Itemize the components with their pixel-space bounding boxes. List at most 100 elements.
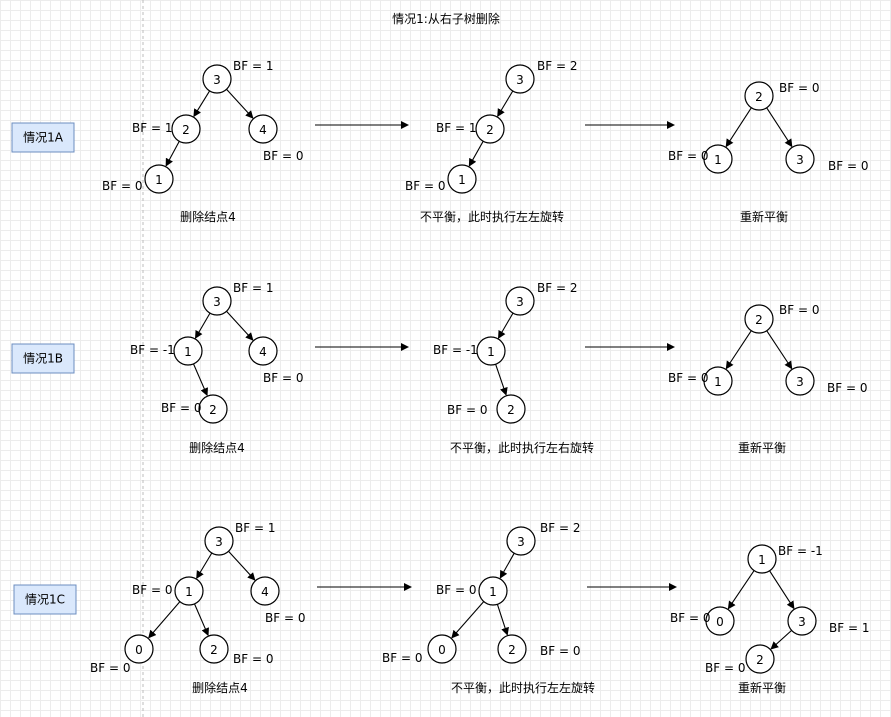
tree-node: 4: [248, 336, 278, 366]
step-caption: 删除结点4: [180, 209, 236, 224]
node-circle: [475, 114, 505, 144]
tree-node: 3: [204, 526, 234, 556]
tree-node: 2: [496, 394, 526, 424]
balance-factor-label: BF = 0: [705, 661, 745, 675]
node-key: 1: [185, 585, 193, 599]
tree-edge: [766, 330, 793, 370]
balance-factor-label: BF = 0: [90, 661, 130, 675]
tree-node: 1: [703, 144, 733, 174]
balance-factor-label: BF = 0: [132, 583, 172, 597]
tree-node: 1: [173, 336, 203, 366]
tree-node: 1: [703, 366, 733, 396]
tree-edge: [770, 629, 792, 650]
node-circle: [785, 144, 815, 174]
balance-factor-label: BF = 1: [233, 59, 273, 73]
node-circle: [174, 576, 204, 606]
node-circle: [124, 634, 154, 664]
tree-edge: [499, 552, 515, 579]
node-key: 4: [259, 123, 267, 137]
node-circle: [478, 576, 508, 606]
node-key: 3: [796, 375, 804, 389]
balance-factor-label: BF = 0: [828, 159, 868, 173]
balance-factor-label: BF = 2: [540, 521, 580, 535]
tree-edge: [495, 364, 508, 396]
balance-factor-label: BF = 0: [102, 179, 142, 193]
tree-node: 0: [124, 634, 154, 664]
tree-node: 1: [447, 164, 477, 194]
balance-factor-label: BF = 0: [668, 149, 708, 163]
step-caption: 重新平衡: [738, 440, 786, 455]
tree-edge: [451, 601, 485, 639]
case-box-1c: 情况1C: [13, 584, 77, 615]
node-key: 2: [486, 123, 494, 137]
tree-node: 1: [144, 164, 174, 194]
tree-node: 3: [202, 64, 232, 94]
case-label: 情况1C: [25, 593, 65, 607]
tree-node: 2: [744, 81, 774, 111]
tree-node: 2: [199, 634, 229, 664]
step-caption: 重新平衡: [740, 209, 788, 224]
node-key: 4: [259, 345, 267, 359]
tree-node: 3: [785, 144, 815, 174]
node-circle: [787, 606, 817, 636]
node-circle: [447, 164, 477, 194]
node-key: 2: [182, 123, 190, 137]
step-caption: 重新平衡: [738, 680, 786, 695]
tree-node: 2: [171, 114, 201, 144]
node-key: 3: [798, 615, 806, 629]
node-circle: [204, 526, 234, 556]
node-key: 1: [184, 345, 192, 359]
balance-factor-label: BF = 0: [263, 371, 303, 385]
tree-node: 0: [427, 634, 457, 664]
node-circle: [744, 304, 774, 334]
tree-node: 2: [475, 114, 505, 144]
tree-edge: [226, 88, 254, 119]
balance-factor-label: BF = 0: [540, 644, 580, 658]
node-circle: [427, 634, 457, 664]
balance-factor-label: BF = -1: [778, 544, 823, 558]
node-circle: [250, 576, 280, 606]
node-key: 3: [516, 295, 524, 309]
node-key: 4: [261, 585, 269, 599]
node-circle: [505, 64, 535, 94]
tree-node: 2: [745, 644, 775, 674]
tree-edge: [194, 312, 211, 339]
tree-edge: [496, 604, 509, 636]
tree-node: 3: [506, 526, 536, 556]
node-key: 0: [438, 643, 446, 657]
balance-factor-label: BF = 0: [670, 611, 710, 625]
case-label: 情况1A: [23, 131, 64, 145]
tree-edge: [497, 312, 514, 339]
node-key: 3: [796, 153, 804, 167]
tree-node: 3: [787, 606, 817, 636]
node-key: 2: [210, 643, 218, 657]
tree-edge: [727, 570, 755, 610]
balance-factor-label: BF = 0: [779, 303, 819, 317]
balance-factor-label: BF = 1: [233, 281, 273, 295]
node-circle: [202, 286, 232, 316]
tree-node: 2: [744, 304, 774, 334]
balance-factor-label: BF = 2: [537, 59, 577, 73]
node-key: 3: [213, 295, 221, 309]
tree-edge: [196, 552, 213, 579]
node-key: 2: [755, 90, 763, 104]
step-caption: 删除结点4: [189, 440, 245, 455]
node-key: 3: [517, 535, 525, 549]
node-key: 1: [155, 173, 163, 187]
balance-factor-label: BF = 0: [161, 401, 201, 415]
node-circle: [497, 634, 527, 664]
node-key: 1: [714, 153, 722, 167]
diagram-title: 情况1:从右子树删除: [392, 11, 500, 26]
balance-factor-label: BF = 0: [382, 651, 422, 665]
tree-node: 2: [497, 634, 527, 664]
node-circle: [506, 526, 536, 556]
tree-edge: [228, 550, 256, 581]
tree-edge: [226, 310, 254, 341]
